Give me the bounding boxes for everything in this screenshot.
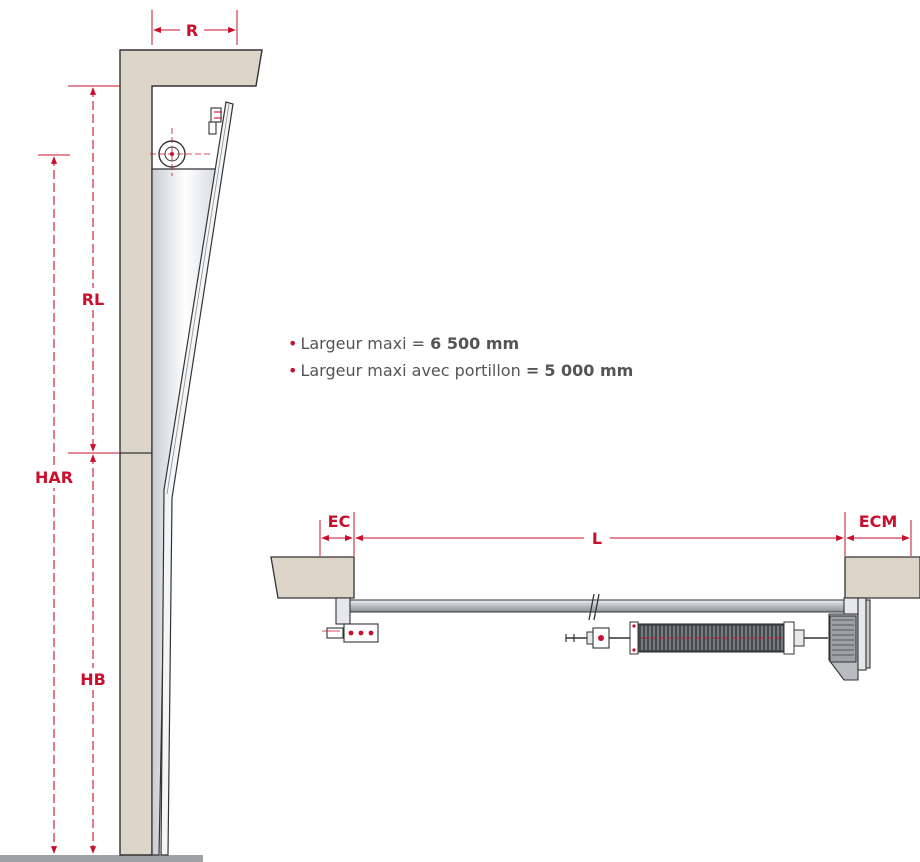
- spec-bullet: •: [288, 361, 298, 380]
- dimension-label-ecm: ECM: [859, 512, 898, 531]
- torsion-shaft: [345, 593, 851, 621]
- dimension-label-r: R: [186, 21, 198, 40]
- spec-label: Largeur maxi: [300, 334, 407, 353]
- spec-value: 5 000 mm: [544, 361, 634, 380]
- dimension-ecm: ECM: [846, 512, 912, 556]
- spec-value: 6 500 mm: [430, 334, 520, 353]
- spec-max-width-with-wicket: •Largeur maxi avec portillon = 5 000 mm: [288, 361, 633, 380]
- cable-drum: [829, 615, 857, 663]
- dimension-label-har: HAR: [35, 468, 73, 487]
- spec-equals: =: [525, 361, 540, 380]
- floor: [0, 855, 203, 862]
- torsion-spring-assembly: [565, 621, 828, 655]
- dimension-har: HAR: [32, 156, 78, 854]
- top-bracket: [208, 107, 222, 135]
- dimension-label-hb: HB: [80, 670, 106, 689]
- dimension-hb: HB: [76, 454, 110, 854]
- spec-label: Largeur maxi avec portillon: [300, 361, 521, 380]
- right-wall-block: [844, 556, 920, 599]
- sloping-guide-rail: [160, 101, 234, 856]
- dimension-l: L: [355, 512, 846, 556]
- spec-equals: =: [411, 334, 426, 353]
- left-bearing-bracket: [322, 597, 379, 643]
- dimension-label-rl: RL: [82, 290, 105, 309]
- left-wall-block: [270, 556, 355, 599]
- dimension-label-l: L: [592, 529, 602, 548]
- shaft-drum-section: [150, 128, 212, 176]
- dimension-ec: EC: [319, 512, 355, 556]
- dimension-rl: RL: [78, 87, 110, 452]
- spec-max-width: •Largeur maxi = 6 500 mm: [288, 334, 519, 353]
- dimension-r: R: [151, 10, 238, 45]
- dimension-label-ec: EC: [328, 512, 351, 531]
- spec-bullet: •: [288, 334, 298, 353]
